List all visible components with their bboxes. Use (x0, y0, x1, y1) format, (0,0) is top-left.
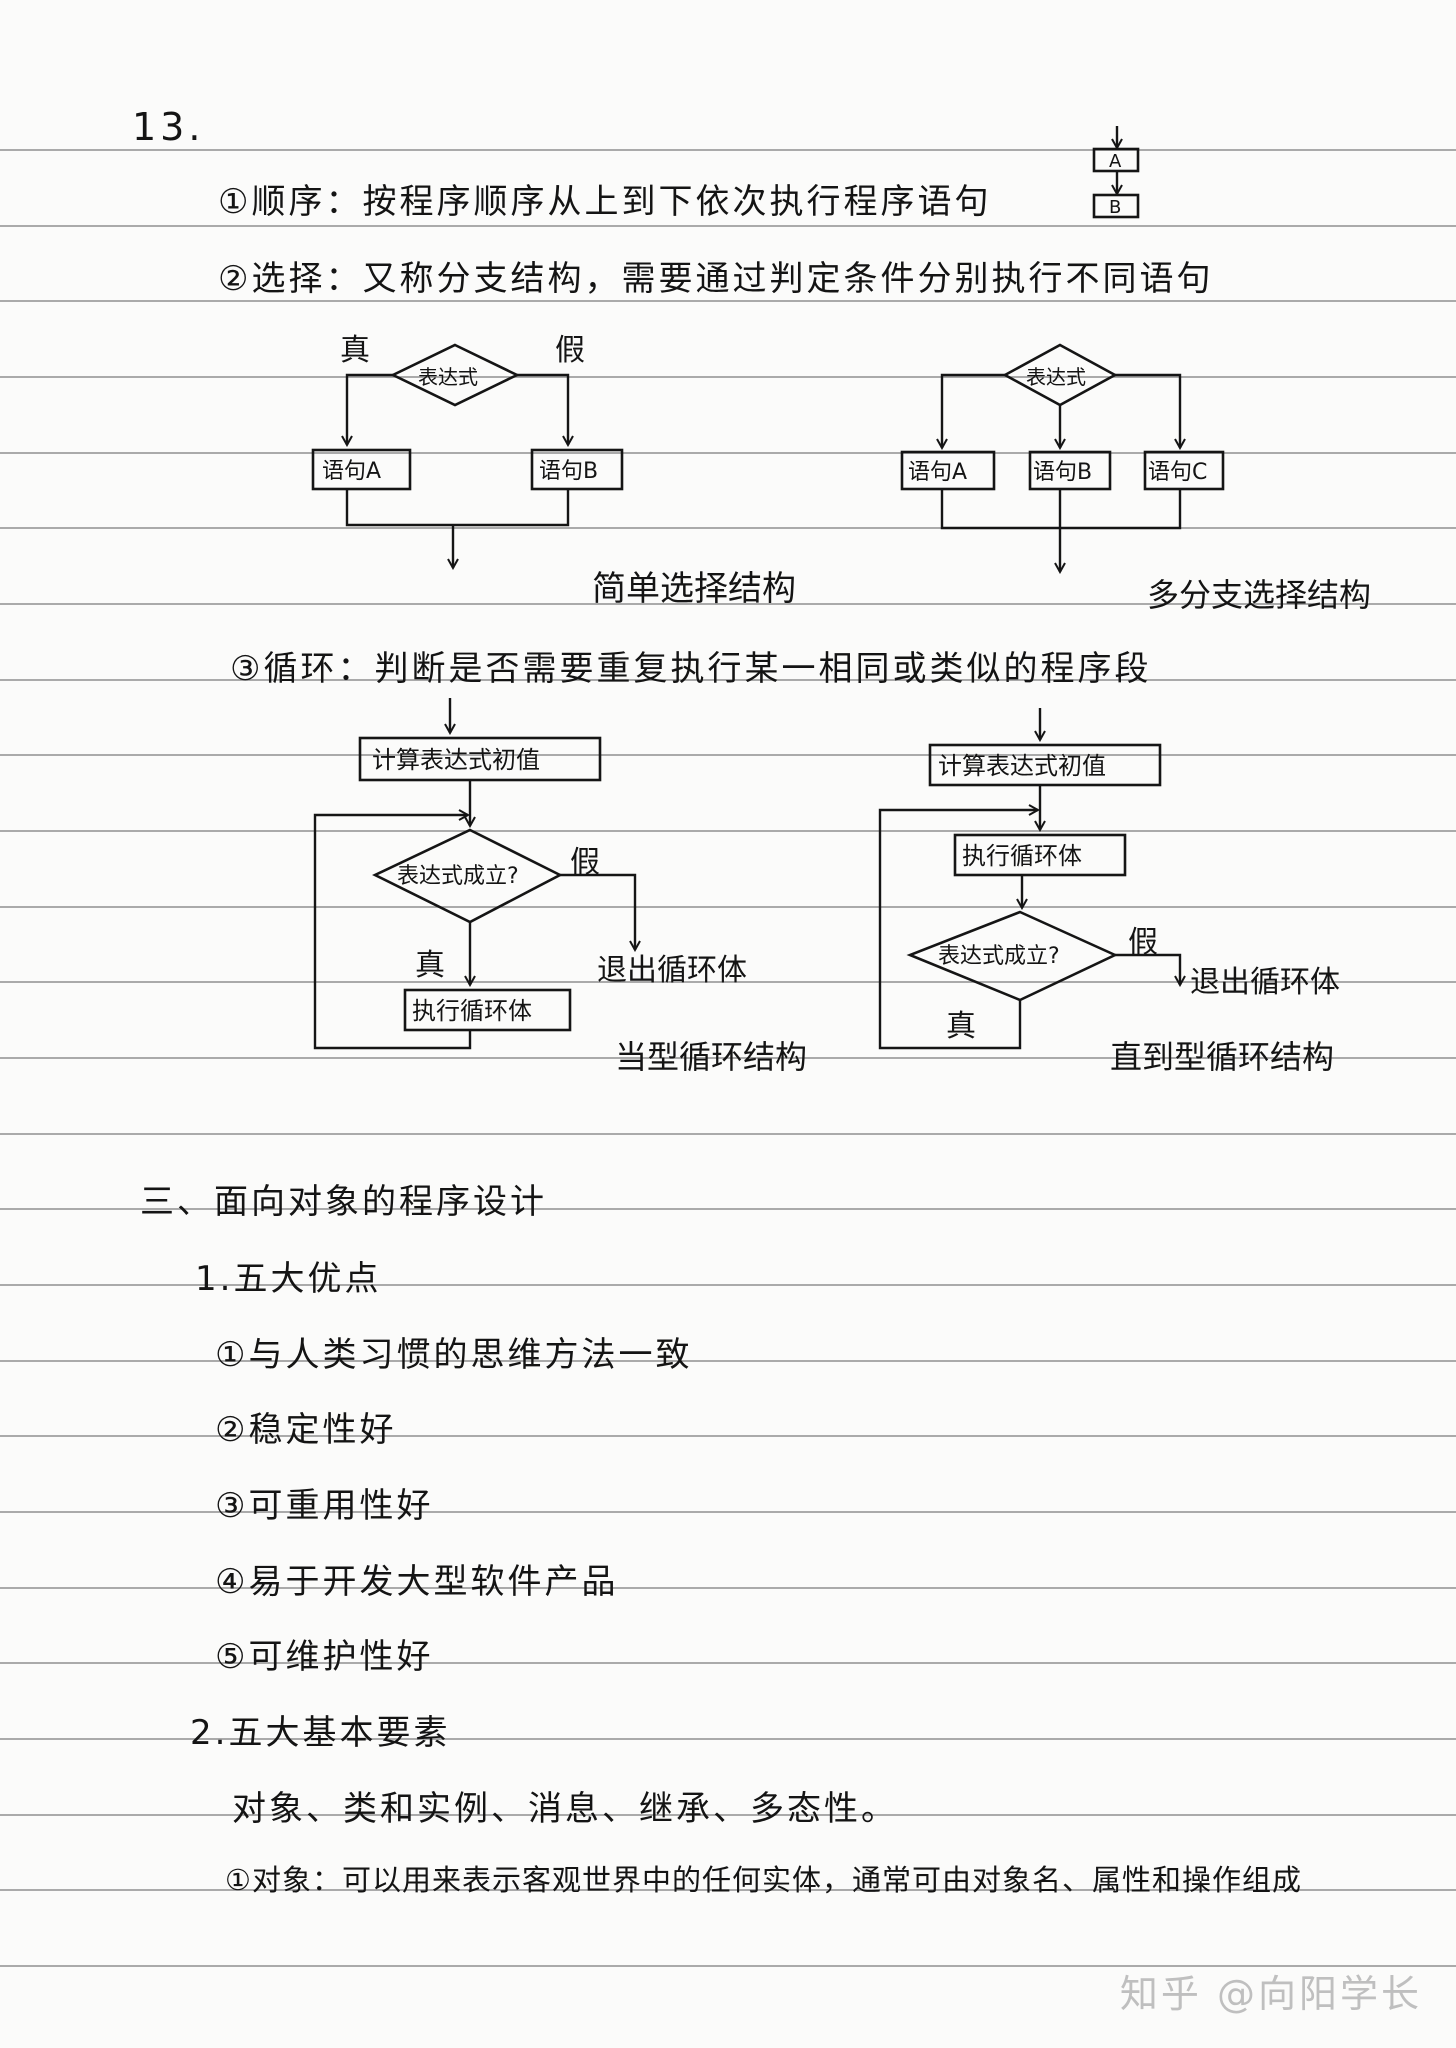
statement-a-label: 语句A (322, 459, 381, 484)
until-loop-diagram: 计算表达式初值 执行循环体 表达式成立? 假 退出循环体 真 (878, 708, 1340, 1050)
advantages-title: 1.五大优点 (195, 1259, 382, 1299)
until-condition-label: 表达式成立? (938, 944, 1060, 969)
multi-statement-c-label: 语句C (1148, 460, 1207, 485)
simple-selection-caption: 简单选择结构 (592, 569, 796, 609)
multi-selection-diagram: 表达式 语句A 语句B 语句C (900, 343, 1225, 572)
mini-box-b (1092, 193, 1140, 219)
advantage-item: ①与人类习惯的思维方法一致 (215, 1335, 693, 1375)
sequence-line: ①顺序：按程序顺序从上到下依次执行程序语句 (218, 182, 992, 222)
watermark: 知乎 @向阳学长 (1119, 1972, 1422, 2016)
while-exit-label: 退出循环体 (597, 953, 747, 988)
until-exit-label: 退出循环体 (1190, 965, 1340, 1000)
simple-selection-diagram: 表达式 真 假 语句A 语句B (311, 333, 624, 568)
multi-statement-a-box (900, 450, 996, 491)
multi-statement-b-box (1028, 450, 1112, 491)
multi-statement-a-label: 语句A (908, 460, 967, 485)
page-number: 13. (132, 105, 205, 149)
while-body-box (403, 988, 572, 1032)
oop-section-title: 三、面向对象的程序设计 (140, 1182, 547, 1222)
statement-b-box (530, 448, 624, 491)
while-loop-diagram: 计算表达式初值 表达式成立? 假 退出循环体 真 执行循环体 (313, 698, 747, 1050)
loop-line: ③循环：判断是否需要重复执行某一相同或类似的程序段 (230, 649, 1152, 689)
until-body-label: 执行循环体 (962, 842, 1082, 870)
until-true-label: 真 (946, 1009, 976, 1044)
until-false-label: 假 (1128, 925, 1158, 960)
while-body-label: 执行循环体 (412, 997, 532, 1025)
until-init-box (928, 743, 1162, 787)
object-definition: ①对象：可以用来表示客观世界中的任何实体，通常可由对象名、属性和操作组成 (225, 1863, 1302, 1897)
while-true-label: 真 (415, 948, 445, 983)
while-false-label: 假 (570, 845, 600, 880)
advantage-item: ⑤可维护性好 (215, 1637, 434, 1677)
multi-statement-c-box (1143, 450, 1225, 491)
statement-b-label: 语句B (539, 459, 598, 484)
elements-title: 2.五大基本要素 (190, 1713, 451, 1753)
while-loop-caption: 当型循环结构 (615, 1038, 807, 1076)
advantage-item: ②稳定性好 (215, 1410, 397, 1450)
while-init-label: 计算表达式初值 (372, 746, 540, 774)
condition-label: 表达式 (418, 365, 478, 389)
while-condition-label: 表达式成立? (397, 864, 519, 889)
until-loop-caption: 直到型循环结构 (1110, 1038, 1334, 1076)
while-init-box (358, 736, 602, 782)
statement-a-box (311, 448, 412, 491)
advantage-item: ④易于开发大型软件产品 (215, 1562, 619, 1602)
elements-list: 对象、类和实例、消息、继承、多态性。 (232, 1789, 898, 1829)
advantage-item: ③可重用性好 (215, 1486, 434, 1526)
true-label: 真 (340, 333, 370, 368)
until-init-label: 计算表达式初值 (938, 752, 1106, 780)
mini-label-b: B (1109, 197, 1121, 218)
selection-line: ②选择：又称分支结构，需要通过判定条件分别执行不同语句 (218, 259, 1214, 299)
condition-diamond (390, 343, 520, 407)
multi-selection-caption: 多分支选择结构 (1147, 576, 1371, 614)
mini-sequence-diagram: A B (1092, 126, 1140, 219)
multi-statement-b-label: 语句B (1033, 460, 1092, 485)
mini-label-a: A (1109, 151, 1122, 172)
false-label: 假 (555, 333, 585, 368)
multi-condition-label: 表达式 (1026, 365, 1086, 389)
until-body-box (953, 833, 1127, 877)
